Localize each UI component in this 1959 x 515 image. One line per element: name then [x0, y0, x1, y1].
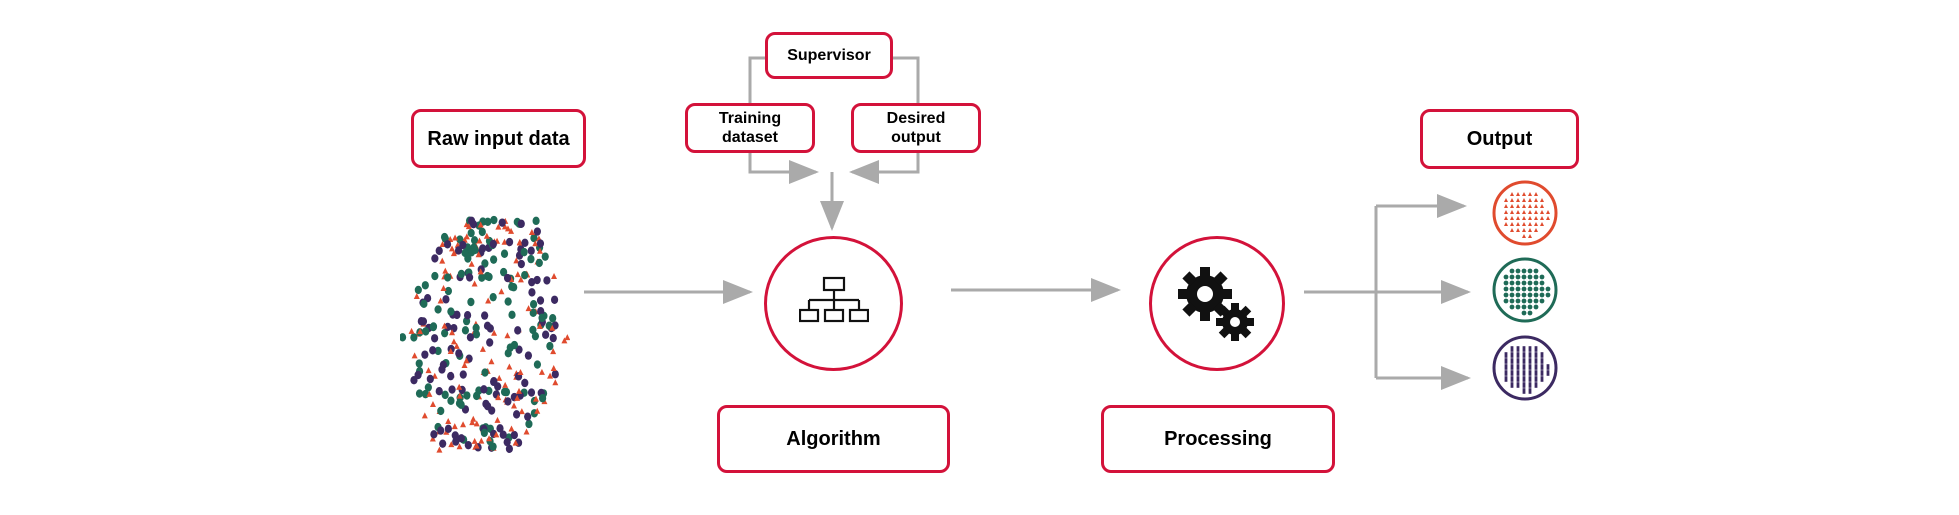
supervisor-box: Supervisor — [765, 32, 893, 79]
purple-square-class-icon — [1492, 335, 1558, 401]
training-to-merge-arrow — [748, 152, 819, 184]
raw-input-scatter — [400, 215, 570, 454]
processing-node — [1149, 236, 1285, 371]
training-dataset-box: Training dataset — [685, 103, 815, 153]
red-triangle-class-icon — [1492, 180, 1558, 246]
hierarchy-icon — [798, 276, 869, 322]
algorithm-node — [764, 236, 903, 371]
supervisor-to-training-line — [748, 56, 765, 104]
raw-input-label: Raw input data — [411, 109, 586, 168]
processing-label: Processing — [1101, 405, 1335, 473]
supervisor-to-desired-line — [893, 56, 920, 104]
desired-to-merge-arrow — [849, 152, 920, 184]
gears-icon — [1178, 266, 1254, 341]
desired-output-box: Desired output — [851, 103, 981, 153]
output-label: Output — [1420, 109, 1579, 169]
algorithm-label: Algorithm — [717, 405, 950, 473]
green-circle-class-icon — [1492, 257, 1558, 323]
